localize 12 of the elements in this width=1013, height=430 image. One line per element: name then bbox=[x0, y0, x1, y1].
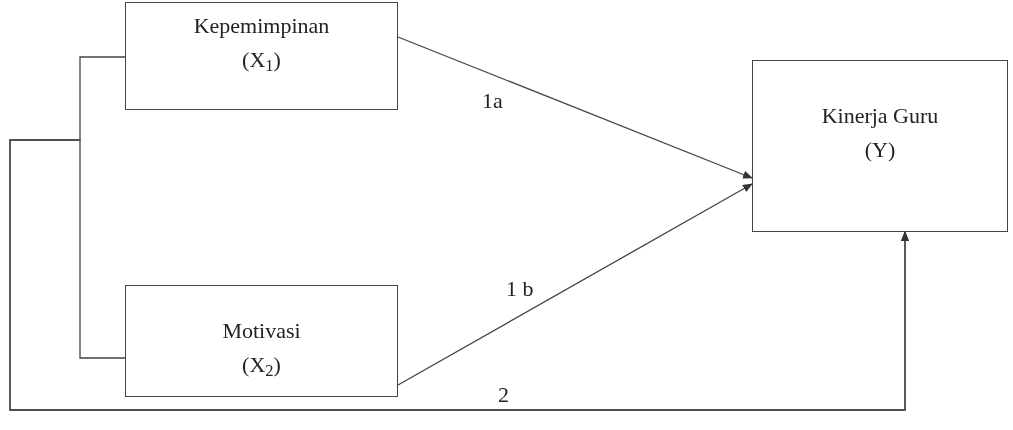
box-text: (X$_{1}$) bbox=[242, 46, 281, 77]
arrow bbox=[9, 139, 909, 411]
arrow bbox=[397, 36, 753, 179]
variable-box bbox=[752, 60, 1008, 232]
arrow bbox=[397, 183, 753, 386]
box-text: Kepemimpinan bbox=[193, 12, 330, 40]
variable-box bbox=[125, 2, 398, 110]
box-text: (Y) bbox=[864, 136, 896, 164]
box-text: Motivasi bbox=[222, 317, 301, 345]
box-text: (X$_{2}$) bbox=[242, 351, 281, 382]
variable-box bbox=[125, 285, 398, 397]
box-text: Kinerja Guru bbox=[821, 102, 939, 130]
